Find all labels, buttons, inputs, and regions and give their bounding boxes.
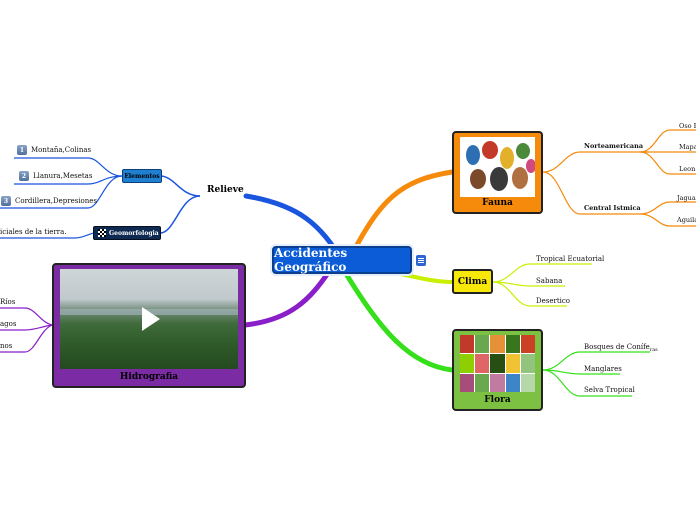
- geomorfologia-node[interactable]: Geomorfologia: [93, 226, 161, 240]
- central-topic[interactable]: Accidentes Geográfico: [272, 246, 412, 274]
- geomorfologia-item[interactable]: iciales de la tierra.: [0, 228, 67, 236]
- number-badge-icon: 3: [1, 196, 11, 206]
- clima-item-2[interactable]: Sabana: [536, 277, 563, 285]
- flora-label: Flora: [484, 395, 511, 405]
- hidrografia-item-1[interactable]: Ríos: [0, 298, 16, 306]
- note-icon[interactable]: [416, 255, 426, 266]
- geomorfologia-label: Geomorfologia: [109, 229, 159, 237]
- fauna-node[interactable]: Fauna: [452, 131, 543, 214]
- flora-item-3[interactable]: Selva Tropical: [584, 386, 635, 394]
- flora-item-1-text: Bosques de Conífe: [584, 343, 650, 351]
- flora-item-1[interactable]: Bosques de Coníferas: [584, 343, 658, 353]
- clima-item-1[interactable]: Tropical Ecuatorial: [536, 255, 605, 263]
- flora-node[interactable]: Flora: [452, 329, 543, 411]
- central-istmica-topic[interactable]: Central Istmica: [584, 204, 641, 212]
- checkered-flag-icon: [98, 229, 106, 237]
- fauna-item-jaguar[interactable]: Jaguar: [677, 194, 696, 202]
- fauna-item-aguila[interactable]: Aguila: [677, 216, 696, 224]
- clima-label: Clima: [457, 276, 488, 287]
- hidrografia-item-2[interactable]: agos: [0, 320, 17, 328]
- elementos-node[interactable]: Elementos: [122, 169, 162, 183]
- hidrografia-label: Hidrografia: [119, 372, 179, 382]
- video-thumbnail[interactable]: [60, 269, 238, 369]
- play-icon[interactable]: [142, 307, 160, 331]
- elementos-label: Elementos: [124, 172, 160, 180]
- relieve-item-2[interactable]: Llanura,Mesetas: [33, 172, 93, 180]
- relieve-item-1[interactable]: Montaña,Colinas: [31, 146, 92, 154]
- clima-item-3[interactable]: Desertico: [536, 297, 571, 305]
- fauna-item-oso[interactable]: Oso P: [679, 122, 696, 130]
- fauna-item-mapa[interactable]: Mapa: [679, 143, 696, 151]
- flora-item-1-suffix: ras: [649, 347, 658, 353]
- central-topic-label: Accidentes Geográfico: [274, 246, 348, 274]
- relieve-topic[interactable]: Relieve: [207, 185, 244, 195]
- flora-image: [460, 335, 535, 392]
- flora-item-2[interactable]: Manglares: [584, 365, 622, 373]
- number-badge-icon: 1: [17, 145, 27, 155]
- fauna-label: Fauna: [482, 198, 513, 208]
- fauna-item-leon[interactable]: Leon: [679, 165, 696, 173]
- norteamericana-topic[interactable]: Norteamericana: [584, 142, 644, 150]
- number-badge-icon: 2: [19, 171, 29, 181]
- clima-node[interactable]: Clima: [452, 269, 493, 294]
- hidrografia-item-3[interactable]: nos: [0, 342, 13, 350]
- hidrografia-node[interactable]: Hidrografia: [52, 263, 246, 388]
- relieve-item-3[interactable]: Cordillera,Depresiones: [15, 197, 98, 205]
- fauna-image: [460, 137, 535, 197]
